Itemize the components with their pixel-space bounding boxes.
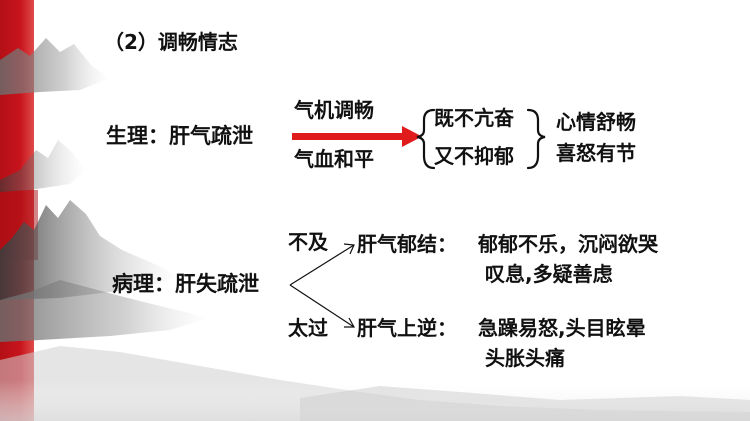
lower-state-label: 肝气上逆： — [357, 316, 457, 340]
lower-symptom-line1: 急躁易怒,头目眩晕 — [478, 316, 646, 340]
branch-arrows — [289, 243, 356, 328]
brace-text-line1: 既不亢奋 — [434, 106, 514, 130]
lower-symptom-line2: 头胀头痛 — [485, 346, 565, 370]
page-title: （2）调畅情志 — [104, 30, 238, 54]
result-text-line2: 喜怒有节 — [556, 141, 636, 165]
physiology-label: 生理：肝气疏泄 — [106, 124, 253, 148]
lower-condition-label: 太过 — [288, 316, 328, 340]
red-arrow-icon — [292, 126, 422, 147]
arrow-top-text: 气机调畅 — [294, 98, 374, 122]
left-brace-icon — [416, 108, 436, 170]
upper-symptom-line2: 叹息,多疑善虑 — [485, 262, 613, 286]
brace-text-line2: 又不抑郁 — [434, 144, 514, 168]
arrow-bottom-text: 气血和平 — [294, 147, 374, 171]
right-brace-icon — [526, 108, 546, 170]
pathology-label: 病理：肝失疏泄 — [112, 272, 259, 296]
upper-symptom-line1: 郁郁不乐，沉闷欲哭 — [478, 232, 658, 256]
result-text-line1: 心情舒畅 — [556, 110, 636, 134]
upper-condition-label: 不及 — [288, 230, 328, 254]
upper-state-label: 肝气郁结： — [357, 232, 457, 256]
